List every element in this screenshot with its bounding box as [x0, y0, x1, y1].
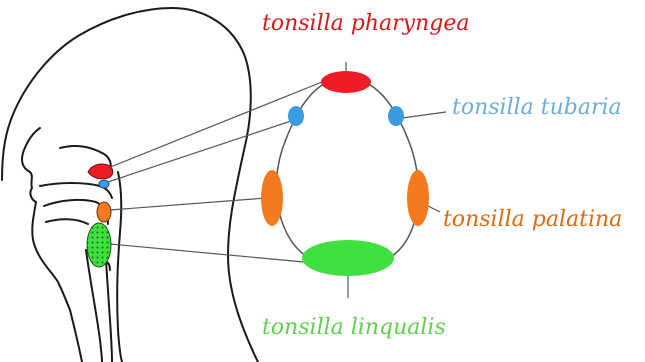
pharynx-back: [117, 172, 122, 362]
face-nose: [22, 128, 40, 172]
ring-lingualis-tonsil: [302, 240, 394, 276]
label-tonsilla-palatina: tonsilla palatina: [443, 207, 622, 232]
tongue-lower: [46, 219, 88, 224]
ring-tubaria-tonsil-left: [288, 106, 304, 126]
head-lingualis-tonsil: [87, 223, 111, 267]
waldeyer-ring: [276, 78, 418, 265]
ring-tubaria-tonsil-right: [388, 106, 404, 126]
head-palatina-tonsil: [97, 202, 111, 222]
label-tonsilla-pharyngea: tonsilla pharyngea: [262, 11, 469, 36]
neck-front: [70, 310, 82, 362]
ring-palatina-tonsil-left: [261, 170, 283, 226]
leader-tubaria-label: [402, 112, 446, 118]
head-profile: [2, 8, 258, 362]
ring-pharyngea-tonsil: [321, 71, 371, 93]
chin: [32, 202, 70, 310]
head-tubaria-tonsil: [99, 180, 109, 188]
lips: [30, 172, 36, 202]
leader-tubaria-head: [108, 120, 294, 182]
ring-palatina-tonsil-right: [407, 170, 429, 226]
head-pharyngea-tonsil: [88, 164, 113, 179]
leader-palatina-label: [428, 206, 440, 212]
label-tonsilla-lingualis: tonsilla linqualis: [262, 315, 446, 340]
leader-lingualis-head: [110, 244, 304, 262]
leader-palatina-head: [110, 198, 266, 210]
head-tonsils: [87, 164, 113, 267]
leader-pharyngea-head: [108, 82, 322, 168]
label-tonsilla-tubaria: tonsilla tubaria: [452, 95, 622, 120]
